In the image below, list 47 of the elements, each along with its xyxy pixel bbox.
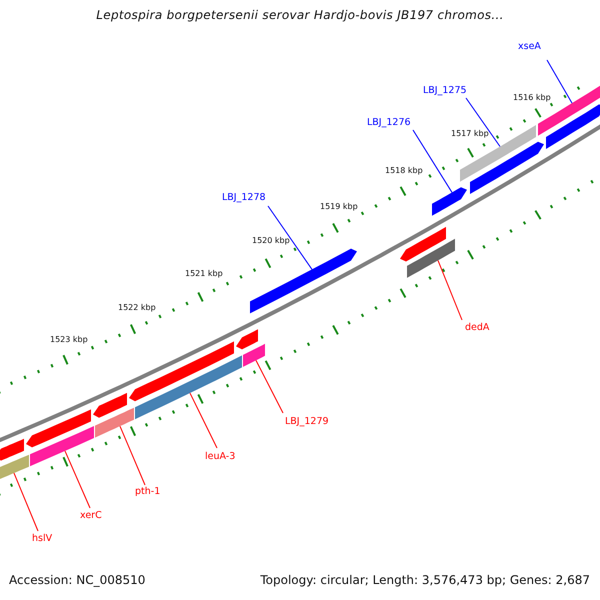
gene-feature [95,408,134,438]
position-label: 1521 kbp [185,270,223,278]
gene-feature [546,104,600,149]
gene-feature [129,341,234,402]
leader-line [412,130,452,193]
leader-line [438,260,462,320]
leader-line [14,472,38,532]
leader-line [268,206,312,270]
position-label: 1517 kbp [451,130,489,138]
position-label: 1523 kbp [50,336,88,344]
gene-label: LBJ_1276 [367,118,411,128]
leader-line [190,392,218,448]
position-label: 1522 kbp [118,304,156,312]
gene-label: xerC [80,511,102,520]
gene-feature [250,248,357,314]
leader-line [256,360,284,414]
leader-line [64,450,90,508]
gene-feature [432,187,467,216]
gene-feature [243,344,265,367]
topology-text: Topology: circular; Length: 3,576,473 bp; Genes: 2,687 [260,574,590,586]
position-label: 1520 kbp [252,237,290,245]
gene-label: hslV [32,534,52,544]
gene-label: pth-1 [135,487,160,496]
gene-feature [407,238,455,278]
leader-line [120,426,146,486]
position-label: 1518 kbp [385,167,423,175]
gene-feature [470,142,544,194]
leader-line [466,98,500,147]
gene-feature [135,355,242,420]
gene-feature [30,426,94,466]
gene-feature [236,329,258,350]
gene-label: LBJ_1275 [423,86,467,96]
position-label: 1516 kbp [513,94,551,102]
gene-feature [0,454,29,482]
gene-label: dedA [465,323,490,332]
leader-line [546,60,572,104]
gene-label: xseA [518,42,541,52]
gene-label: LBJ_1278 [222,193,266,202]
gene-feature [26,409,91,448]
gene-label: LBJ_1279 [285,417,329,426]
gene-feature [400,226,446,262]
gene-label: leuA-3 [205,452,236,462]
accession-text: Accession: NC_008510 [9,574,146,586]
gene-feature [93,392,127,418]
position-label: 1519 kbp [320,203,358,211]
map-title: Leptospira borgpetersenii serovar Hardjo-bovis JB197 chromos... [95,8,505,22]
gene-feature [0,438,24,461]
